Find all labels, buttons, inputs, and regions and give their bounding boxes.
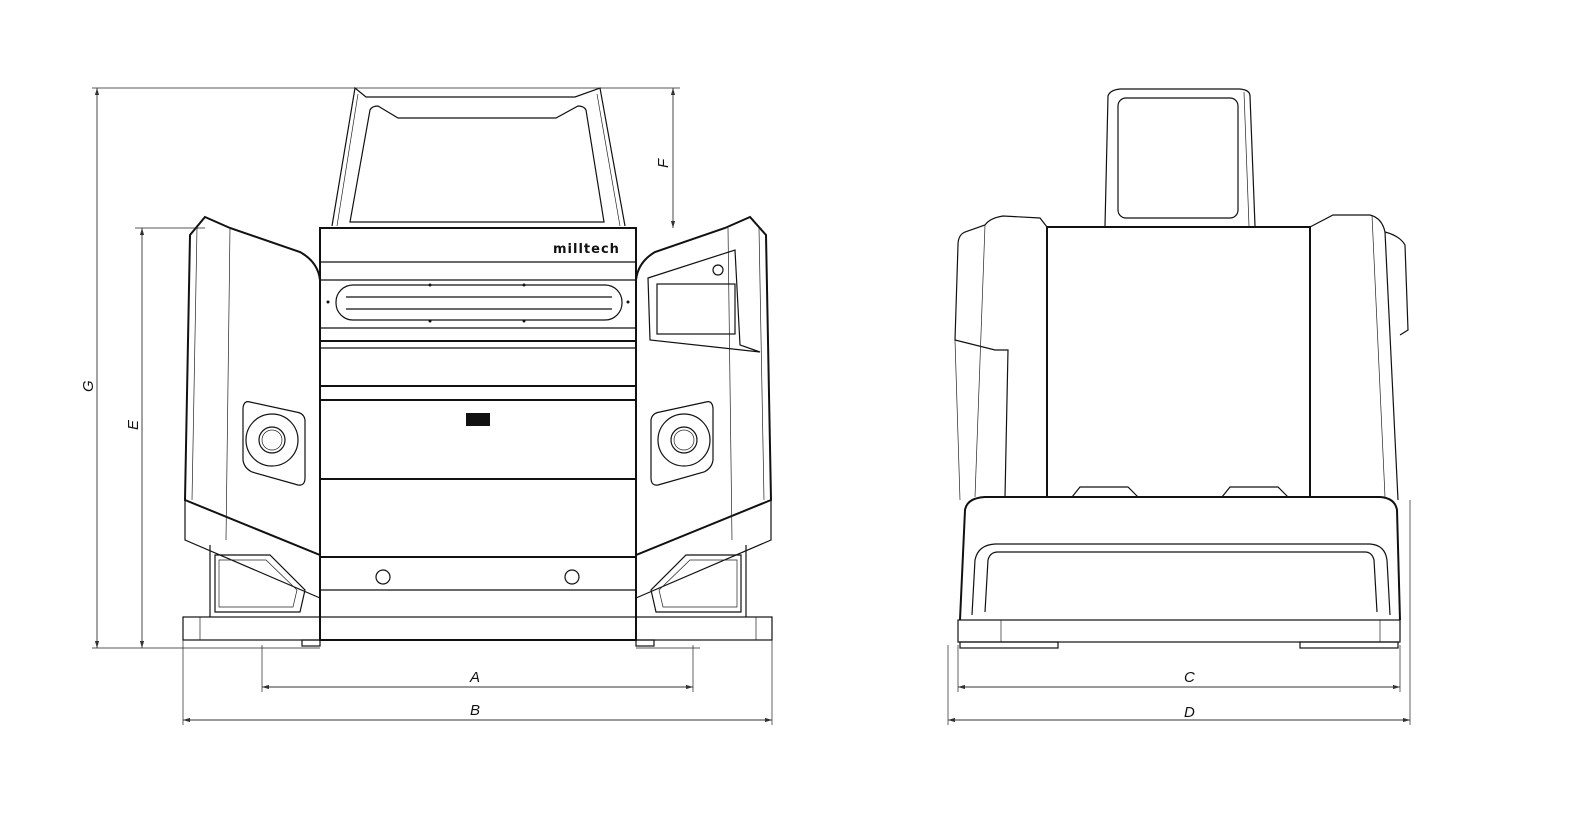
side-view [954, 88, 1409, 649]
air-slot [335, 284, 623, 321]
dimension-label-g: G [80, 380, 97, 392]
knob-left [245, 413, 299, 467]
dimension-label-c: C [1184, 669, 1195, 686]
side-lower-housing [957, 496, 1401, 649]
dimension-label-b: B [470, 702, 480, 719]
dimension-label-d: D [1184, 704, 1195, 721]
left-side-cover [183, 215, 321, 617]
dimension-label-a: A [469, 669, 480, 686]
dimension-label-f: F [655, 158, 672, 168]
front-view: milltech [182, 86, 773, 647]
bolt-hole-left [375, 569, 391, 585]
dimension-lines: G E F A B C D [80, 87, 1411, 725]
control-screen [656, 283, 736, 335]
dimension-label-e: E [125, 419, 142, 430]
knob-right [657, 413, 711, 467]
brand-logo: milltech [553, 242, 620, 257]
nameplate-icon [466, 413, 490, 426]
right-side-cover [635, 215, 773, 617]
bolt-hole-right [564, 569, 580, 585]
side-center-panel [1046, 226, 1311, 498]
hopper [331, 86, 626, 227]
center-panel: milltech [319, 227, 637, 641]
side-hopper [1104, 88, 1256, 227]
indicator-light [712, 264, 724, 276]
front-base [182, 616, 773, 647]
